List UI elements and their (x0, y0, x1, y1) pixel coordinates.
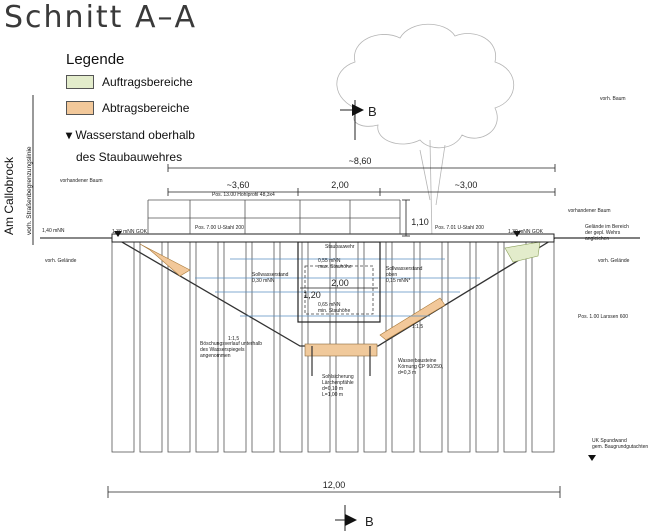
note-weir: Staubauwehr (325, 244, 355, 250)
level-markers (114, 231, 596, 461)
legend-item-cut: Abtragsbereiche (66, 101, 189, 115)
dimension-lines (107, 164, 561, 498)
sheet-pile (139, 241, 163, 453)
section-marker-bottom-label: B (365, 514, 374, 529)
tree-icon (336, 23, 515, 241)
note-tree-right: vorhandener Baum (568, 208, 611, 214)
section-title: Schnitt A–A (4, 0, 198, 35)
sheet-pile (419, 241, 443, 453)
dim-right: ~3,00 (455, 180, 478, 190)
dim-total-bottom: 12,00 (323, 480, 346, 490)
note-ground-left: vorh. Gelände (45, 258, 77, 264)
cut-area-right (379, 297, 446, 341)
note-spundwand: Pos. 1.00 Larssen 600 (578, 314, 628, 320)
weir-gate (304, 265, 374, 315)
note-railing: Pos. 13.00 Hohlprofil 48,3x4 (212, 192, 275, 198)
stone-sole (304, 343, 378, 357)
note-level-right: 1,30 mNN GOK (508, 229, 544, 235)
note-ground-right: vorh. Gelände (598, 258, 630, 264)
railing (147, 199, 401, 234)
note-edge-left: 1,40 mNN (42, 228, 65, 234)
legend-label-fill: Auftragsbereiche (102, 75, 193, 89)
note-tree-top: vorh. Baum (600, 96, 626, 102)
dim-left: ~3,60 (227, 180, 250, 190)
water-marker-icon: ▾ (66, 128, 76, 142)
legend-label-cut: Abtragsbereiche (102, 101, 190, 115)
section-marker-bottom: B (335, 505, 374, 531)
note-beam-left: Pos. 7.00 U-Stahl 200 (195, 225, 244, 231)
water-note-line2: des Staubauwehres (76, 150, 183, 164)
fill-area-right (504, 241, 541, 263)
water-levels (195, 258, 480, 317)
note-tree-left: vorhandener Baum (60, 178, 103, 184)
larch-piles (311, 346, 371, 376)
note-beam-right: Pos. 7.01 U-Stahl 200 (435, 225, 484, 231)
sheet-pile (531, 241, 555, 453)
dim-total-top: ~8,60 (349, 156, 372, 166)
dim-mid: 2,00 (331, 180, 349, 190)
cut-swatch-icon (66, 101, 94, 115)
legend-water-note: ▾ Wasserstand oberhalb des Staubauwehres (66, 124, 195, 168)
section-marker-top: B (340, 100, 377, 140)
dim-rail-height: 1,10 (411, 217, 429, 227)
cut-area-left (139, 243, 191, 277)
dim-weir-height: 1,20 (303, 290, 321, 300)
legend-item-fill: Auftragsbereiche (66, 75, 193, 89)
note-slope-left: 1:1,5 (228, 336, 239, 342)
legend-heading: Legende (66, 51, 125, 68)
dim-weir-width: 2,00 (331, 278, 349, 288)
deck-beam (111, 233, 555, 243)
section-marker-top-label: B (368, 104, 377, 119)
sheet-pile (503, 241, 527, 453)
sheet-pile (475, 241, 499, 453)
sheet-pile (111, 241, 135, 453)
note-level-left: 1,30 mNN GOK (112, 229, 148, 235)
water-note-line1: Wasserstand oberhalb (75, 128, 195, 142)
note-slope-right: 1:1,5 (412, 324, 423, 330)
fill-swatch-icon (66, 75, 94, 89)
sheet-pile (447, 241, 471, 453)
